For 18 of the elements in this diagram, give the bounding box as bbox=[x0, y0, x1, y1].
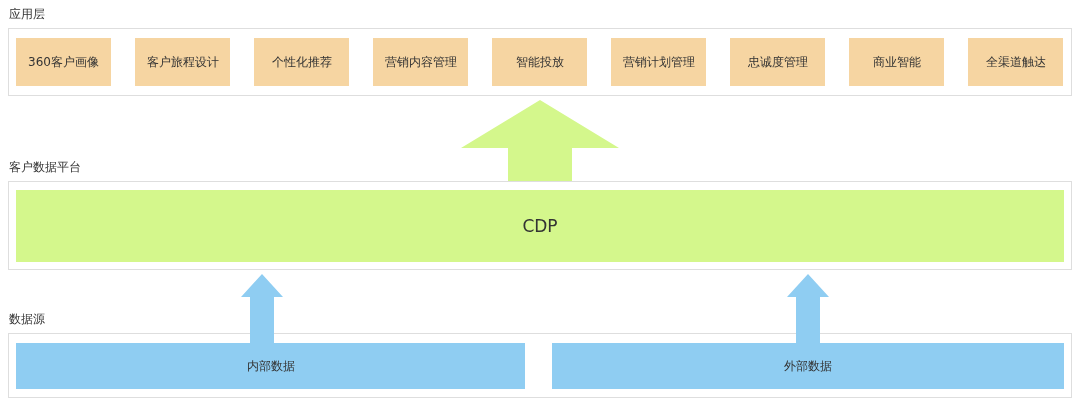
platform-bar: CDP bbox=[16, 190, 1064, 262]
layer-heading: 数据源 bbox=[9, 311, 45, 328]
module-box: 360客户画像 bbox=[16, 38, 111, 86]
module-box: 营销计划管理 bbox=[611, 38, 706, 86]
module-box: 个性化推荐 bbox=[254, 38, 349, 86]
module-box: 全渠道触达 bbox=[968, 38, 1063, 86]
block-arrow bbox=[241, 274, 283, 343]
module-box: 智能投放 bbox=[492, 38, 587, 86]
source-bar: 外部数据 bbox=[552, 343, 1064, 389]
module-box: 客户旅程设计 bbox=[135, 38, 230, 86]
source-bar: 内部数据 bbox=[16, 343, 525, 389]
module-box: 营销内容管理 bbox=[373, 38, 468, 86]
module-box: 商业智能 bbox=[849, 38, 944, 86]
layer-heading: 客户数据平台 bbox=[9, 159, 81, 176]
block-arrow bbox=[787, 274, 829, 343]
block-arrow bbox=[461, 100, 619, 181]
layer-heading: 应用层 bbox=[9, 6, 45, 23]
module-box: 忠诚度管理 bbox=[730, 38, 825, 86]
